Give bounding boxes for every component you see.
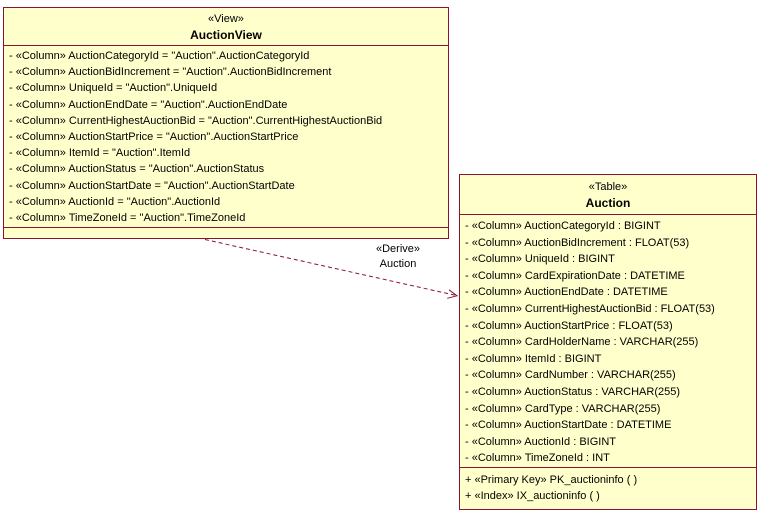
table-keys-compartment: + «Primary Key» PK_auctioninfo ( ) + «Ind… bbox=[460, 468, 756, 504]
table-key-row: + «Index» IX_auctioninfo ( ) bbox=[465, 490, 600, 502]
view-stereotype-label: «View» bbox=[208, 13, 244, 25]
view-columns-compartment: - «Column» AuctionCategoryId = "Auction"… bbox=[4, 46, 448, 228]
view-column-row: - «Column» AuctionStatus = "Auction".Auc… bbox=[9, 163, 265, 176]
table-stereotype-label: «Table» bbox=[588, 181, 628, 193]
view-column-row: - «Column» AuctionEndDate = "Auction".Au… bbox=[9, 98, 288, 111]
view-column-row: - «Column» AuctionId = "Auction".Auction… bbox=[9, 195, 221, 208]
table-column-row: - «Column» AuctionStartDate : DATETIME bbox=[465, 419, 672, 432]
table-column-row: - «Column» AuctionBidIncrement : FLOAT(5… bbox=[465, 236, 690, 249]
table-columns-compartment: - «Column» AuctionCategoryId : BIGINT - «… bbox=[460, 215, 756, 468]
derive-arrowhead-icon bbox=[447, 289, 459, 299]
view-column-row: - «Column» AuctionStartDate = "Auction".… bbox=[9, 179, 295, 192]
view-column-row: - «Column» AuctionBidIncrement = "Auctio… bbox=[9, 66, 332, 79]
view-column-row: - «Column» AuctionCategoryId = "Auction"… bbox=[9, 50, 310, 62]
table-title-compartment: «Table» Auction bbox=[460, 175, 756, 215]
table-column-row: - «Column» AuctionCategoryId : BIGINT bbox=[465, 220, 661, 232]
table-column-row: - «Column» CardNumber : VARCHAR(255) bbox=[465, 369, 676, 382]
view-column-row: - «Column» UniqueId = "Auction".UniqueId bbox=[9, 82, 218, 95]
table-column-row: - «Column» UniqueId : BIGINT bbox=[465, 253, 615, 266]
view-column-row: - «Column» CurrentHighestAuctionBid = "A… bbox=[9, 114, 383, 127]
table-column-row: - «Column» AuctionStartPrice : FLOAT(53) bbox=[465, 319, 673, 332]
derive-connector-label[interactable]: «Derive» Auction bbox=[340, 242, 456, 272]
table-column-row: - «Column» CurrentHighestAuctionBid : FL… bbox=[465, 302, 715, 315]
derive-stereotype-label: «Derive» bbox=[375, 243, 421, 255]
table-column-row: - «Column» CardHolderName : VARCHAR(255) bbox=[465, 336, 699, 349]
table-column-row: - «Column» AuctionId : BIGINT bbox=[465, 435, 617, 448]
table-column-row: - «Column» AuctionStatus : VARCHAR(255) bbox=[465, 385, 680, 398]
view-column-row: - «Column» ItemId = "Auction".ItemId bbox=[9, 147, 191, 160]
view-entity-auctionview[interactable]: «View» AuctionView - «Column» AuctionCat… bbox=[3, 7, 449, 239]
view-column-row: - «Column» AuctionStartPrice = "Auction"… bbox=[9, 131, 299, 144]
view-column-row: - «Column» TimeZoneId = "Auction".TimeZo… bbox=[9, 212, 246, 225]
view-entity-name: AuctionView bbox=[190, 28, 262, 42]
table-column-row: - «Column» ItemId : BIGINT bbox=[465, 352, 602, 365]
derive-connector-line[interactable] bbox=[204, 239, 457, 296]
table-column-row: - «Column» CardExpirationDate : DATETIME bbox=[465, 269, 685, 282]
table-column-row: - «Column» CardType : VARCHAR(255) bbox=[465, 402, 661, 415]
table-entity-name: Auction bbox=[585, 196, 631, 210]
table-column-row: - «Column» TimeZoneId : INT bbox=[465, 452, 610, 465]
table-column-row: - «Column» AuctionEndDate : DATETIME bbox=[465, 286, 668, 299]
derive-target-label: Auction bbox=[379, 258, 417, 270]
view-title-compartment: «View» AuctionView bbox=[4, 8, 448, 46]
table-entity-auction[interactable]: «Table» Auction - «Column» AuctionCatego… bbox=[459, 174, 757, 510]
table-key-row: + «Primary Key» PK_auctioninfo ( ) bbox=[465, 474, 638, 486]
